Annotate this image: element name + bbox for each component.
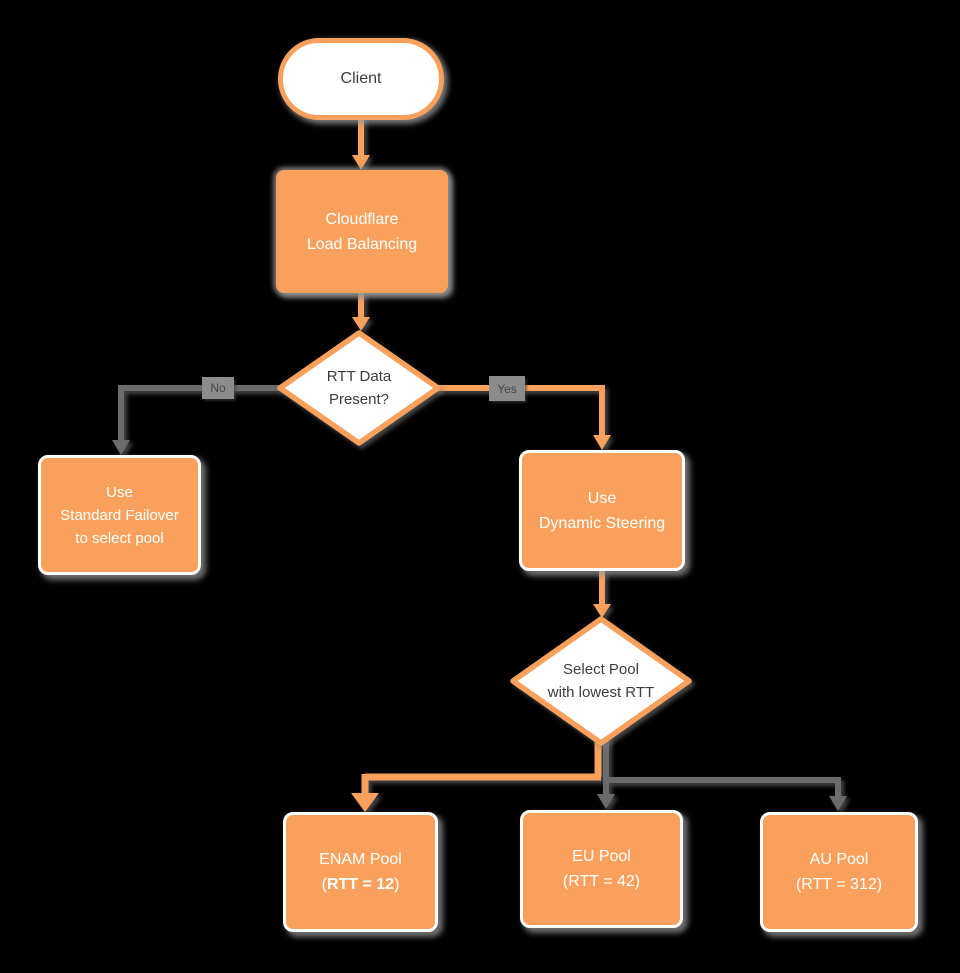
standard-failover-line3: to select pool bbox=[75, 529, 164, 547]
arrowhead-to-enam-pool bbox=[351, 793, 379, 812]
edge-select-pool-to-enam bbox=[361, 735, 602, 794]
standard-failover-line1: Use bbox=[106, 483, 133, 501]
dynamic-steering-line1: Use bbox=[587, 489, 617, 507]
arrowhead-to-au-pool bbox=[829, 796, 847, 811]
au-pool-name: AU Pool bbox=[809, 851, 869, 868]
client-label: Client bbox=[340, 70, 382, 87]
arrowhead-to-dynamic-steering bbox=[593, 435, 611, 450]
dynamic-steering-line2: Dynamic Steering bbox=[538, 514, 666, 532]
enam-rtt-prefix: ( bbox=[321, 876, 327, 893]
node-cloudflare-load-balancing: Cloudflare Load Balancing bbox=[276, 170, 448, 293]
select-pool-line2: with lowest RTT bbox=[547, 684, 655, 701]
arrowhead-to-eu-pool bbox=[597, 794, 615, 809]
rtt-decision-line2: Present? bbox=[328, 391, 390, 408]
cloudflare-line2: Load Balancing bbox=[306, 235, 418, 253]
rtt-decision-line1: RTT Data bbox=[326, 368, 392, 385]
standard-failover-line2: Standard Failover bbox=[60, 506, 179, 524]
node-enam-pool: ENAM Pool (RTT = 12) bbox=[283, 812, 438, 932]
rtt-decision-diamond bbox=[277, 330, 441, 446]
select-pool-line1: Select Pool bbox=[563, 661, 639, 678]
node-rtt-decision-label: RTT Data Present? bbox=[280, 333, 438, 443]
node-select-pool-label: Select Pool with lowest RTT bbox=[513, 621, 689, 741]
arrowhead-to-rtt-decision bbox=[352, 317, 370, 331]
node-eu-pool: EU Pool (RTT = 42) bbox=[520, 810, 683, 928]
enam-rtt-value: RTT = 12 bbox=[326, 876, 395, 893]
edge-label-no: No bbox=[202, 377, 234, 399]
node-au-pool: AU Pool (RTT = 312) bbox=[760, 812, 918, 932]
eu-pool-name: EU Pool bbox=[572, 848, 631, 865]
enam-pool-rtt: (RTT = 12) bbox=[322, 872, 400, 897]
edge-select-pool-to-au bbox=[606, 777, 841, 797]
arrowhead-to-select-pool bbox=[593, 604, 611, 618]
eu-pool-rtt: (RTT = 42) bbox=[562, 873, 641, 890]
select-pool-diamond bbox=[510, 616, 692, 746]
cloudflare-line1: Cloudflare bbox=[325, 210, 399, 228]
au-pool-rtt: (RTT = 312) bbox=[795, 876, 883, 893]
edge-label-yes: Yes bbox=[489, 376, 525, 401]
node-standard-failover: Use Standard Failover to select pool bbox=[38, 455, 201, 575]
node-client: Client bbox=[278, 38, 444, 120]
node-dynamic-steering: Use Dynamic Steering bbox=[519, 450, 685, 571]
enam-rtt-suffix: ) bbox=[394, 876, 400, 893]
arrowhead-to-standard-failover bbox=[112, 440, 130, 455]
enam-pool-name: ENAM Pool bbox=[319, 851, 402, 868]
arrowhead-to-loadbalancer bbox=[352, 155, 370, 170]
